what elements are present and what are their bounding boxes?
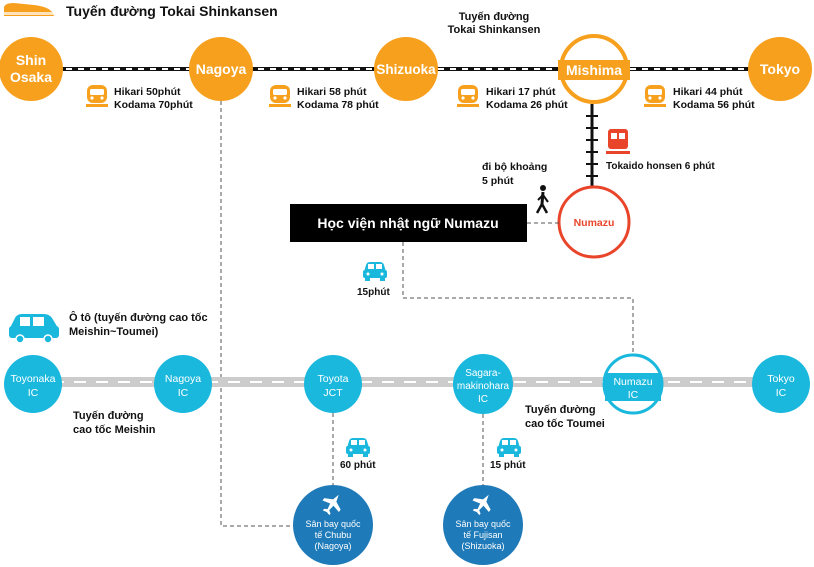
- train-icon: [644, 85, 666, 107]
- station-shin-osaka[interactable]: Shin Osaka: [0, 37, 63, 101]
- ic-sagara-makinohara[interactable]: Sagara- makinohara IC: [453, 354, 513, 414]
- car-icon: [363, 262, 387, 281]
- meishin-label-2: cao tốc Meishin: [73, 424, 156, 436]
- airport-label: tế Fujisan: [463, 530, 502, 540]
- airport-car-time: 60 phút: [340, 460, 376, 471]
- header-title: Tuyến đường Tokai Shinkansen: [66, 3, 278, 19]
- airplane-icon: [322, 494, 341, 516]
- segment-hikari: Hikari 50phút: [114, 86, 181, 98]
- airport-label: (Nagoya): [314, 541, 351, 551]
- airport-label: (Shizuoka): [461, 541, 504, 551]
- ic-label: Tokyo: [767, 373, 795, 385]
- school-name: Học viện nhật ngữ Numazu: [317, 215, 498, 231]
- school-to-ic-dashed-line: [402, 242, 634, 360]
- segment-kodama: Kodama 56 phút: [673, 99, 755, 111]
- ic-numazu[interactable]: Numazu IC: [602, 353, 664, 415]
- ic-label: Sagara-: [465, 368, 501, 379]
- station-label: Nagoya: [196, 61, 247, 77]
- ic-label: IC: [478, 394, 488, 405]
- car-legend-label-2: Meishin~Toumei): [69, 326, 159, 338]
- shinkansen-line-label-1: Tuyến đường: [459, 11, 530, 23]
- tokaido-rail-ties: [586, 115, 598, 177]
- airport-label: tế Chubu: [315, 530, 352, 540]
- station-label: Shin: [16, 52, 46, 68]
- segment-kodama: Kodama 70phút: [114, 99, 193, 111]
- airport-fujisan[interactable]: Sân bay quốc tế Fujisan (Shizuoka): [443, 485, 523, 565]
- ic-label: IC: [28, 387, 39, 399]
- local-train-icon: [606, 129, 630, 154]
- segment-kodama: Kodama 26 phút: [486, 99, 568, 111]
- ic-label: Toyota: [318, 373, 349, 385]
- ic-label: makinohara: [457, 381, 510, 392]
- school-car-time: 15phút: [357, 287, 390, 298]
- ic-toyota-jct[interactable]: Toyota JCT: [304, 355, 362, 413]
- car-legend-icon: [9, 314, 59, 344]
- station-label: Numazu: [574, 217, 615, 229]
- ic-label: IC: [178, 387, 189, 399]
- car-icon: [346, 438, 370, 457]
- ic-label: Numazu: [613, 376, 652, 388]
- station-label: Shizuoka: [376, 62, 436, 77]
- train-icon: [86, 85, 108, 107]
- station-label: Osaka: [10, 69, 52, 85]
- airport-label: Sân bay quốc: [305, 519, 361, 529]
- walk-label-2: 5 phút: [482, 175, 514, 187]
- station-nagoya[interactable]: Nagoya: [189, 37, 253, 101]
- segment-hikari: Hikari 17 phút: [486, 86, 556, 98]
- station-tokyo[interactable]: Tokyo: [748, 37, 812, 101]
- car-icon: [497, 438, 521, 457]
- ic-tokyo[interactable]: Tokyo IC: [752, 355, 810, 413]
- ic-toyonaka[interactable]: Toyonaka IC: [4, 355, 62, 413]
- school-box[interactable]: Học viện nhật ngữ Numazu: [290, 204, 527, 242]
- airport-chubu[interactable]: Sân bay quốc tế Chubu (Nagoya): [293, 485, 373, 565]
- walking-person-icon: [535, 185, 549, 214]
- walk-label-1: đi bộ khoảng: [482, 161, 547, 173]
- ic-label: IC: [628, 389, 639, 401]
- toumei-label-1: Tuyến đường: [525, 404, 596, 416]
- station-shizuoka[interactable]: Shizuoka: [374, 37, 438, 101]
- toumei-label-2: cao tốc Toumei: [525, 418, 605, 430]
- train-icon: [457, 85, 479, 107]
- airport-car-time: 15 phút: [490, 460, 526, 471]
- ic-label: IC: [776, 387, 787, 399]
- nagoya-to-airport-dashed-line: [220, 101, 295, 527]
- ic-label: Nagoya: [165, 373, 201, 385]
- station-numazu[interactable]: Numazu: [557, 185, 631, 259]
- tokaido-time: Tokaido honsen 6 phút: [606, 161, 715, 172]
- header-shinkansen-icon: [4, 3, 54, 16]
- airplane-icon: [472, 494, 491, 516]
- ic-label: Toyonaka: [11, 373, 56, 385]
- shinkansen-line-label-2: Tokai Shinkansen: [448, 24, 541, 36]
- ic-label: JCT: [323, 387, 343, 399]
- segment-hikari: Hikari 44 phút: [673, 86, 743, 98]
- station-label: Tokyo: [760, 61, 800, 77]
- station-mishima[interactable]: Mishima: [558, 34, 630, 104]
- segment-hikari: Hikari 58 phút: [297, 86, 367, 98]
- meishin-label-1: Tuyến đường: [73, 410, 144, 422]
- station-label: Mishima: [566, 62, 622, 78]
- car-legend-label-1: Ô tô (tuyến đường cao tốc: [69, 311, 208, 324]
- segment-kodama: Kodama 78 phút: [297, 99, 379, 111]
- ic-nagoya[interactable]: Nagoya IC: [154, 355, 212, 413]
- train-icon: [269, 85, 291, 107]
- airport-label: Sân bay quốc: [455, 519, 511, 529]
